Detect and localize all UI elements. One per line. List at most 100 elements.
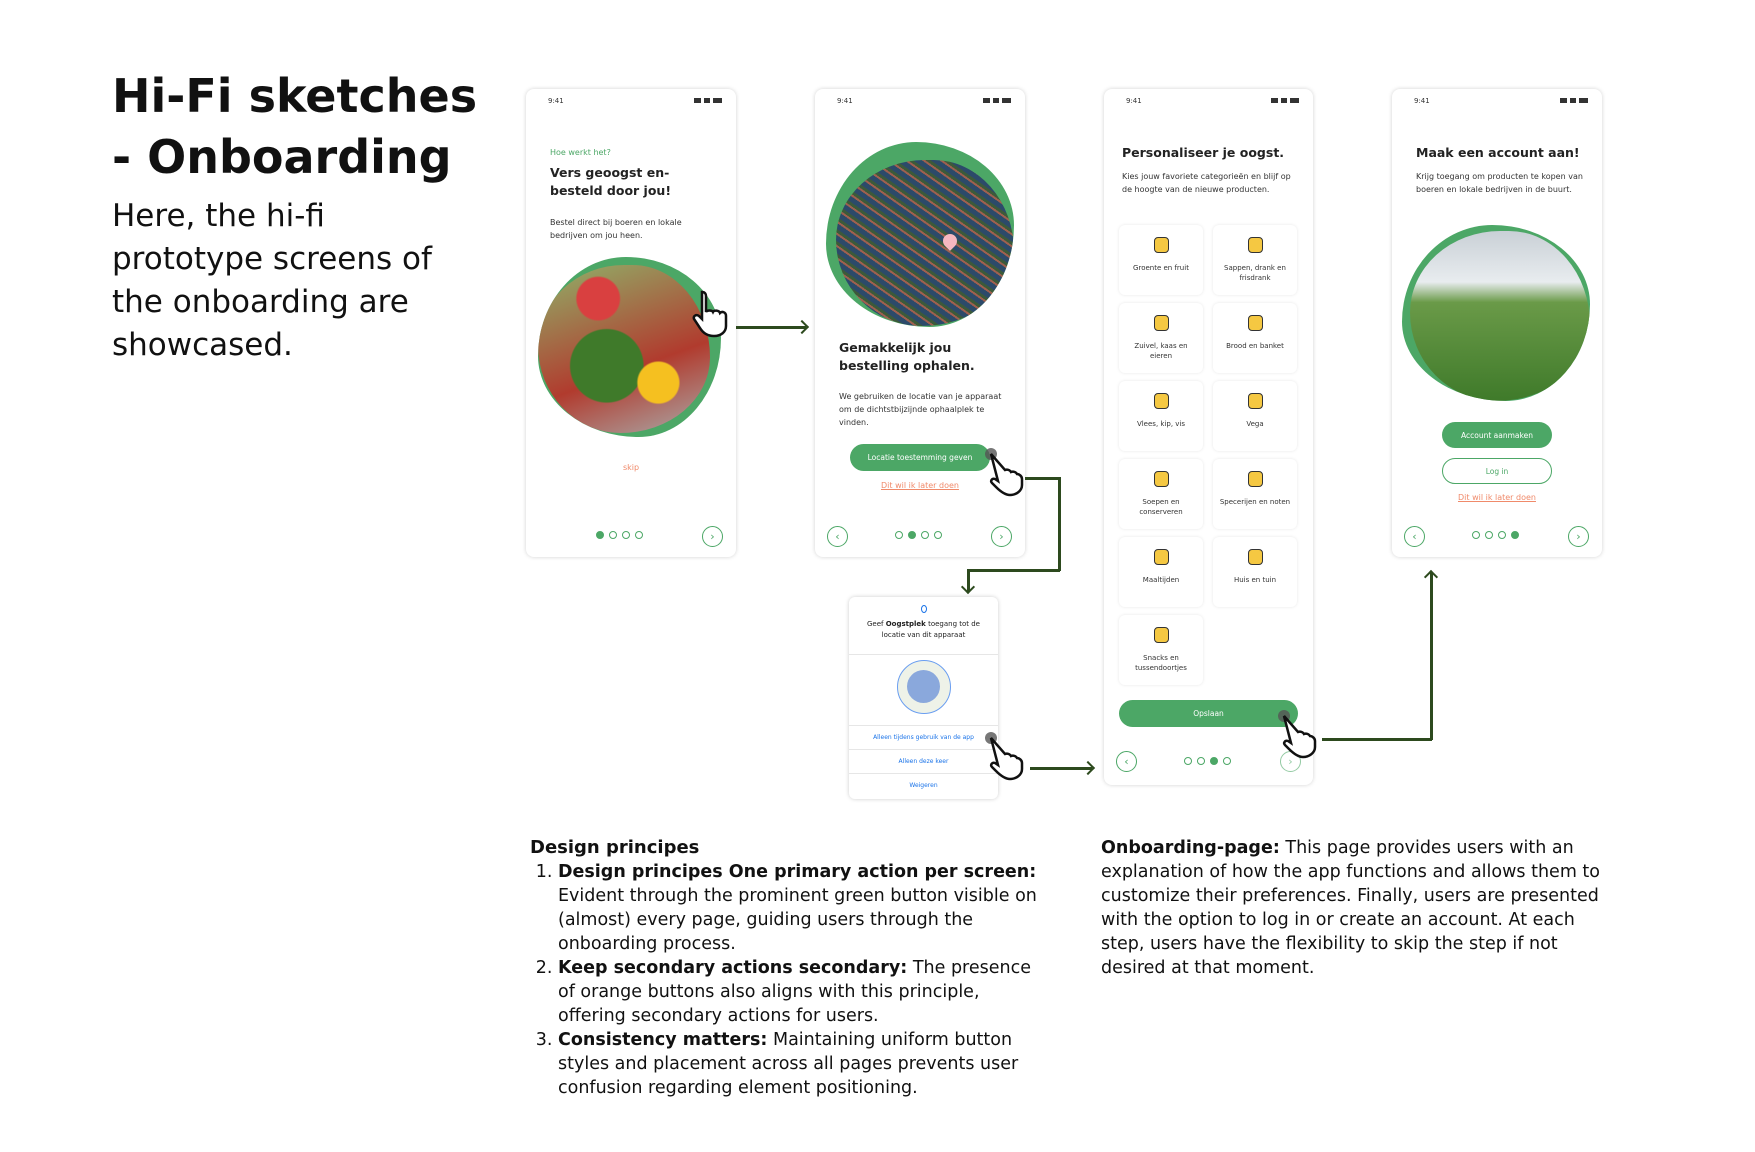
- category-label: Maaltijden: [1142, 576, 1180, 584]
- screen-heading: Gemakkelijk jou bestelling ophalen.: [839, 340, 975, 373]
- design-principles: Design principes Design principes One pr…: [530, 836, 1040, 1100]
- category-label: Zuivel, kaas en eieren: [1134, 342, 1188, 360]
- login-button[interactable]: Log in: [1442, 458, 1552, 484]
- category-icon: [1248, 315, 1263, 331]
- hand-pointer-icon: [985, 448, 1024, 497]
- category-tile[interactable]: Specerijen en noten: [1213, 459, 1297, 529]
- category-label: Specerijen en noten: [1219, 498, 1291, 506]
- category-tile[interactable]: Vega: [1213, 381, 1297, 451]
- create-account-button[interactable]: Account aanmaken: [1442, 422, 1552, 448]
- location-icon: [921, 605, 927, 613]
- hand-pointer-icon: [1278, 710, 1317, 759]
- arrow-icon: [960, 579, 976, 595]
- map-preview: [897, 660, 951, 714]
- category-icon: [1248, 237, 1263, 253]
- status-time: 9:41: [548, 97, 564, 105]
- category-tile[interactable]: Zuivel, kaas en eieren: [1119, 303, 1203, 373]
- screen-body: Krijg toegang om producten te kopen van …: [1416, 172, 1583, 194]
- flow-arrow: [1025, 477, 1060, 480]
- screen-body: We gebruiken de locatie van je apparaat …: [839, 392, 1002, 427]
- option-once[interactable]: Alleen deze keer: [849, 749, 998, 773]
- category-label: Snacks en tussendoortjes: [1135, 654, 1187, 672]
- eyebrow: Hoe werkt het?: [550, 148, 611, 157]
- hand-pointer-icon: [692, 290, 728, 338]
- screen-account: 9:41 Maak een account aan! Krijg toegang…: [1392, 89, 1602, 557]
- chevron-left-icon[interactable]: ‹: [827, 526, 848, 547]
- category-tile[interactable]: Sappen, drank en frisdrank: [1213, 225, 1297, 295]
- category-label: Huis en tuin: [1233, 576, 1277, 584]
- category-tile[interactable]: Maaltijden: [1119, 537, 1203, 607]
- category-icon: [1154, 315, 1169, 331]
- status-time: 9:41: [837, 97, 853, 105]
- page-dots: [1472, 531, 1519, 539]
- page-title: Hi-Fi sketches - Onboarding: [112, 69, 478, 184]
- status-icons: [983, 98, 1011, 103]
- flow-arrow: [1030, 767, 1092, 770]
- chevron-left-icon[interactable]: ‹: [1404, 526, 1425, 547]
- category-label: Sappen, drank en frisdrank: [1224, 264, 1286, 282]
- screen-location: 9:41 Gemakkelijk jou bestelling ophalen.…: [815, 89, 1025, 557]
- category-icon: [1248, 471, 1263, 487]
- chevron-right-icon[interactable]: ›: [1568, 526, 1589, 547]
- chevron-right-icon[interactable]: ›: [702, 526, 723, 547]
- category-icon: [1154, 237, 1169, 253]
- status-icons: [1271, 98, 1299, 103]
- category-tile[interactable]: Vlees, kip, vis: [1119, 381, 1203, 451]
- map-image: [826, 142, 1014, 327]
- farmers-image: [1402, 225, 1590, 401]
- arrow-icon: [1080, 760, 1096, 776]
- screen-body: Kies jouw favoriete categorieën en blijf…: [1122, 172, 1291, 194]
- screen-heading: Maak een account aan!: [1416, 145, 1580, 160]
- chevron-left-icon[interactable]: ‹: [1116, 751, 1137, 772]
- category-icon: [1248, 549, 1263, 565]
- status-icons: [694, 98, 722, 103]
- chevron-right-icon[interactable]: ›: [991, 526, 1012, 547]
- category-label: Soepen en conserveren: [1139, 498, 1183, 516]
- skip-link[interactable]: skip: [622, 463, 640, 472]
- save-button[interactable]: Opslaan: [1119, 700, 1298, 727]
- screen-heading: Vers geoogst en- besteld door jou!: [550, 165, 672, 198]
- principle-item: Design principes One primary action per …: [558, 860, 1040, 956]
- vegetables-image: [538, 257, 721, 437]
- flow-arrow: [736, 326, 806, 329]
- hand-pointer-icon: [985, 732, 1024, 781]
- category-icon: [1248, 393, 1263, 409]
- category-tile[interactable]: Snacks en tussendoortjes: [1119, 615, 1203, 685]
- page-dots: [596, 531, 643, 539]
- category-icon: [1154, 393, 1169, 409]
- category-tile[interactable]: Soepen en conserveren: [1119, 459, 1203, 529]
- option-while-using[interactable]: Alleen tijdens gebruik van de app: [849, 725, 998, 749]
- dialog-text: Geef Oogstplek toegang tot de locatie va…: [867, 620, 980, 639]
- category-tile[interactable]: Groente en fruit: [1119, 225, 1203, 295]
- category-icon: [1154, 549, 1169, 565]
- status-time: 9:41: [1126, 97, 1142, 105]
- category-icon: [1154, 471, 1169, 487]
- screen-personalize: 9:41 Personaliseer je oogst. Kies jouw f…: [1104, 89, 1313, 785]
- later-link[interactable]: Dit wil ik later doen: [881, 481, 959, 490]
- category-label: Vlees, kip, vis: [1136, 420, 1186, 428]
- onboarding-description: Onboarding-page: This page provides user…: [1101, 838, 1600, 978]
- principle-item: Consistency matters: Maintaining uniform…: [558, 1028, 1040, 1100]
- screen-heading: Personaliseer je oogst.: [1122, 145, 1285, 160]
- page-dots: [895, 531, 942, 539]
- category-label: Brood en banket: [1226, 342, 1284, 350]
- status-time: 9:41: [1414, 97, 1430, 105]
- location-permission-dialog: Geef Oogstplek toegang tot de locatie va…: [849, 597, 998, 799]
- category-icon: [1154, 627, 1169, 643]
- page-subtitle: Here, the hi-fi prototype screens of the…: [112, 198, 432, 363]
- page-dots: [1184, 757, 1231, 765]
- principle-item: Keep secondary actions secondary: The pr…: [558, 956, 1040, 1028]
- status-icons: [1560, 98, 1588, 103]
- option-deny[interactable]: Weigeren: [849, 773, 998, 797]
- location-permission-button[interactable]: Locatie toestemming geven: [850, 444, 990, 471]
- category-tile[interactable]: Brood en banket: [1213, 303, 1297, 373]
- later-link[interactable]: Dit wil ik later doen: [1458, 493, 1536, 502]
- screen-body: Bestel direct bij boeren en lokale bedri…: [550, 218, 682, 240]
- category-label: Vega: [1246, 420, 1264, 428]
- category-label: Groente en fruit: [1133, 264, 1189, 272]
- flow-arrow: [1322, 738, 1432, 741]
- arrow-icon: [794, 319, 810, 335]
- arrow-icon: [1423, 569, 1439, 585]
- design-heading: Design principes: [530, 837, 700, 858]
- category-tile[interactable]: Huis en tuin: [1213, 537, 1297, 607]
